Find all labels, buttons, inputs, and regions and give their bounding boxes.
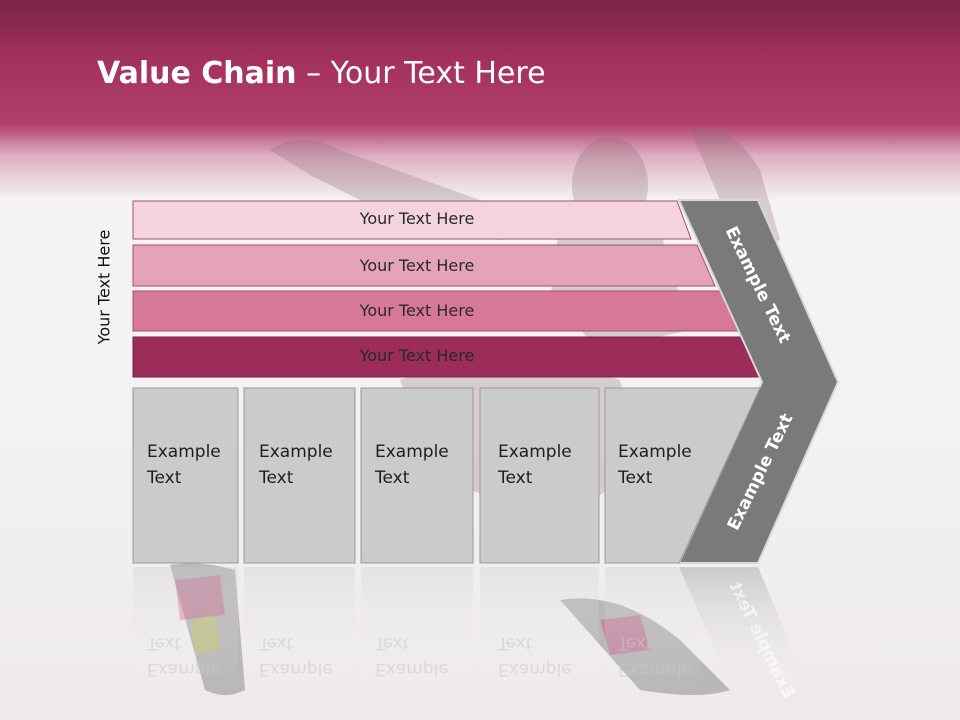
box-reflection-4-line2: Text bbox=[498, 633, 533, 653]
activity-box-3 bbox=[360, 387, 474, 564]
activity-box-1 bbox=[132, 387, 239, 564]
box-1-line2: Text bbox=[147, 468, 182, 488]
box-5-line2: Text bbox=[618, 468, 653, 488]
box-2-line1: Example bbox=[259, 442, 333, 462]
box-reflection-2: Example Text bbox=[259, 630, 359, 682]
slide-title: Value Chain – Your Text Here bbox=[97, 55, 546, 93]
row-label-4: Your Text Here bbox=[359, 346, 475, 365]
box-reflection-1: Example Text bbox=[147, 630, 247, 682]
box-reflection-1-line1: Example bbox=[147, 659, 221, 679]
box-2-line2: Text bbox=[259, 468, 294, 488]
box-reflection-2-line2: Text bbox=[259, 633, 294, 653]
activity-box-4 bbox=[479, 387, 600, 564]
box-5-line1: Example bbox=[618, 442, 692, 462]
box-3-line2: Text bbox=[375, 468, 410, 488]
box-4-line2: Text bbox=[498, 468, 533, 488]
box-4-line1: Example bbox=[498, 442, 572, 462]
box-label-5: Example Text bbox=[618, 439, 718, 491]
box-3-line1: Example bbox=[375, 442, 449, 462]
box-1-line1: Example bbox=[147, 442, 221, 462]
box-reflection-3: Example Text bbox=[375, 630, 475, 682]
reflection bbox=[133, 567, 808, 687]
title-rest: – Your Text Here bbox=[296, 56, 546, 91]
box-reflection-1-line2: Text bbox=[147, 633, 182, 653]
box-reflection-4: Example Text bbox=[498, 630, 598, 682]
row-label-2: Your Text Here bbox=[359, 256, 475, 275]
box-reflection-5-line2: Text bbox=[618, 633, 653, 653]
row-label-3: Your Text Here bbox=[359, 301, 475, 320]
title-bold: Value Chain bbox=[97, 56, 297, 91]
chevron-shape bbox=[677, 199, 840, 564]
box-reflection-5-line1: Example bbox=[618, 659, 692, 679]
box-reflection-3-line2: Text bbox=[375, 633, 410, 653]
box-reflection-4-line1: Example bbox=[498, 659, 572, 679]
activity-box-5 bbox=[604, 387, 761, 564]
box-reflection-5: Example Text bbox=[618, 630, 718, 682]
box-reflection-2-line1: Example bbox=[259, 659, 333, 679]
box-label-2: Example Text bbox=[259, 439, 359, 491]
box-reflection-3-line1: Example bbox=[375, 659, 449, 679]
activity-box-2 bbox=[243, 387, 356, 564]
row-bar-1 bbox=[132, 200, 692, 240]
box-label-3: Example Text bbox=[375, 439, 475, 491]
box-label-1: Example Text bbox=[147, 439, 247, 491]
box-label-4: Example Text bbox=[498, 439, 598, 491]
header-band bbox=[0, 0, 960, 200]
row-bar-2 bbox=[132, 244, 716, 287]
row-label-1: Your Text Here bbox=[359, 209, 475, 228]
